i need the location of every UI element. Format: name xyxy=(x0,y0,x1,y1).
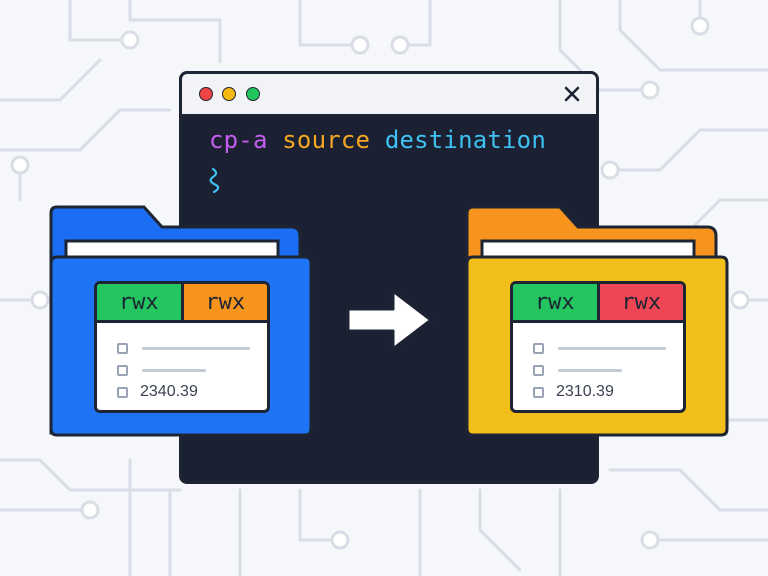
command-arg-destination: destination xyxy=(384,126,546,154)
close-window-dot[interactable] xyxy=(199,87,213,101)
checkbox-icon xyxy=(533,386,544,398)
checkbox-icon xyxy=(117,342,128,354)
list-item xyxy=(117,342,250,354)
placeholder-line xyxy=(142,346,250,350)
placeholder-line xyxy=(558,346,666,350)
list-item xyxy=(533,342,666,354)
checkbox-icon xyxy=(117,386,128,398)
maximize-window-dot[interactable] xyxy=(246,87,260,101)
source-folder[interactable]: rwx rwx 2340.39 xyxy=(46,205,318,443)
checkbox-icon xyxy=(117,364,128,376)
file-card: rwx rwx 2310.39 xyxy=(510,281,686,413)
terminal-titlebar[interactable] xyxy=(182,74,596,117)
placeholder-line xyxy=(142,368,206,372)
command-arg-source: source xyxy=(282,126,371,154)
file-size: 2340.39 xyxy=(140,383,198,400)
command-line: cp-a source destination xyxy=(209,126,546,154)
list-item: 2310.39 xyxy=(533,383,614,400)
checkbox-icon xyxy=(533,364,544,376)
placeholder-line xyxy=(558,368,622,372)
permission-group: rwx xyxy=(180,284,267,320)
list-item xyxy=(533,364,622,376)
destination-folder[interactable]: rwx rwx 2310.39 xyxy=(462,205,734,443)
close-icon[interactable] xyxy=(562,84,582,104)
permission-owner: rwx xyxy=(97,284,181,320)
prompt-cursor-icon xyxy=(209,167,220,194)
permissions-row: rwx rwx xyxy=(513,284,683,323)
minimize-window-dot[interactable] xyxy=(222,87,236,101)
list-item xyxy=(117,364,206,376)
permissions-row: rwx rwx xyxy=(97,284,267,323)
file-size: 2310.39 xyxy=(556,383,614,400)
arrow-right-icon xyxy=(346,289,433,351)
list-item: 2340.39 xyxy=(117,383,198,400)
permission-group: rwx xyxy=(596,284,683,320)
permission-owner: rwx xyxy=(513,284,597,320)
file-card: rwx rwx 2340.39 xyxy=(94,281,270,413)
checkbox-icon xyxy=(533,342,544,354)
command-name: cp-a xyxy=(209,126,268,154)
